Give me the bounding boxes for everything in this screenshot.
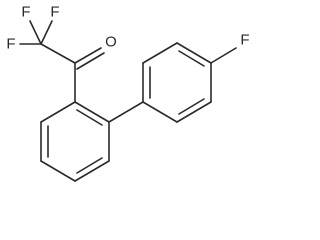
bond-cf3-carbonyl xyxy=(40,43,76,64)
bond-biaryl xyxy=(108,101,144,123)
ring-upper-bond-6 xyxy=(142,101,178,123)
atom-o: O xyxy=(105,34,117,51)
atom-f-para: F xyxy=(240,32,249,49)
bond-carbonyl-o-double xyxy=(76,52,105,70)
ring-upper-bond-5 xyxy=(176,101,212,123)
ring-upper-double-2 xyxy=(178,50,205,67)
bond-c-f-top-right xyxy=(40,20,53,45)
bond-ring-f xyxy=(210,47,237,64)
benzene-ring-upper xyxy=(142,42,212,123)
ring-upper-double-3 xyxy=(178,98,205,115)
atom-f-top-left: F xyxy=(21,4,30,21)
ring-lower-bond-4 xyxy=(40,160,76,182)
ring-lower-double-1 xyxy=(76,109,103,126)
atom-f-top-right: F xyxy=(50,4,59,21)
bond-carbonyl-o xyxy=(74,47,102,64)
ring-lower-double-2 xyxy=(76,157,103,174)
ring-lower-bond-3 xyxy=(74,160,110,182)
carbonyl-group: O xyxy=(40,34,117,103)
trifluoromethyl-group: F F F xyxy=(6,4,59,53)
chemical-structure: F F F O F xyxy=(6,4,250,182)
ring-upper-bond-2 xyxy=(142,42,178,64)
atom-f-left: F xyxy=(6,36,15,53)
bond-c-f-top-left xyxy=(29,20,42,45)
ring-lower-bond-6 xyxy=(40,101,76,123)
benzene-ring-lower xyxy=(40,101,110,182)
ring-lower-bond-1 xyxy=(74,101,110,123)
ring-upper-bond-3 xyxy=(176,42,212,64)
